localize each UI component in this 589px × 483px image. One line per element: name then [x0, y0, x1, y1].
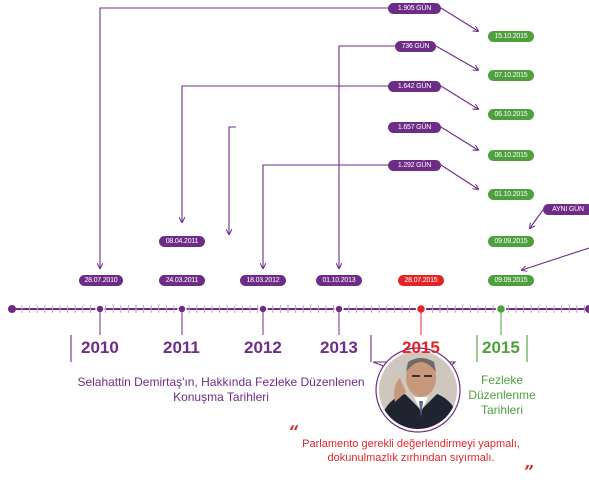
day-count-tag: 1.642 GÜN: [388, 81, 441, 92]
dossier-date: 06.10.2015: [488, 109, 534, 120]
day-count-tag: 1.292 GÜN: [388, 160, 441, 171]
connector-2013: [339, 45, 395, 268]
speech-date-2011-a: 08.04.2011: [159, 236, 205, 247]
speech-date-2011-b: 24.03.2011: [159, 275, 205, 286]
connector-same-day-b: [522, 247, 589, 270]
year-label-2012: 2012: [244, 338, 282, 357]
connector-to-green-1: [440, 7, 478, 31]
speech-date-2010: 28.07.2010: [79, 275, 123, 286]
connector-to-green-2: [435, 45, 478, 70]
dossier-date: 15.10.2015: [488, 31, 534, 42]
timeline-ticks: [21, 305, 585, 313]
year-label-2015-green: 2015: [482, 338, 520, 357]
speech-date-red: 28.07.2015: [398, 275, 444, 286]
dossier-date: 09.09.2015: [488, 236, 534, 247]
dossier-date: 01.10.2015: [488, 189, 534, 200]
quote-open-mark: “: [289, 422, 300, 443]
caption-speech-dates: Selahattin Demirtaş'ın, Hakkında Fezleke…: [77, 375, 365, 404]
speaker-portrait: [372, 347, 461, 433]
year-bracket-purple: [70, 335, 372, 362]
speech-date-2012: 18.03.2012: [240, 275, 286, 286]
day-count-tag: AYNI GÜN: [543, 204, 589, 215]
connector-2012: [263, 164, 388, 268]
connector-to-green-5: [440, 164, 478, 189]
year-label-2015-red: 2015: [402, 338, 440, 357]
timeline-start-dot: [8, 305, 16, 313]
timeline-end-dot: [585, 305, 589, 313]
day-count-tag: 1.657 GÜN: [388, 122, 441, 133]
main-timeline: [8, 303, 589, 335]
connector-2011-minor: [229, 126, 236, 234]
caption-dossier-dates: Fezleke Düzenlenme Tarihleri: [468, 373, 536, 417]
day-count-tag: 736 GÜN: [395, 41, 436, 52]
connector-same-day-a: [530, 209, 544, 228]
connector-2010: [100, 7, 388, 268]
year-label-2011: 2011: [163, 338, 200, 357]
dossier-date: 09.09.2015: [488, 275, 534, 286]
connector-to-green-4: [440, 126, 478, 150]
connector-2011-reference: [182, 85, 388, 222]
quote-text: Parlamento gerekli değerlendirmeyi yapma…: [302, 438, 520, 464]
year-label-2013: 2013: [320, 338, 358, 357]
dossier-date: 07.10.2015: [488, 70, 534, 81]
year-label-2010: 2010: [81, 338, 119, 357]
quote-close-mark: ”: [524, 462, 535, 483]
speech-date-2013: 01.10.2013: [316, 275, 362, 286]
connector-to-green-3: [440, 85, 478, 109]
day-count-tag: 1.905 GÜN: [388, 3, 441, 14]
dossier-date: 06.10.2015: [488, 150, 534, 161]
year-bracket-green: [476, 335, 528, 362]
